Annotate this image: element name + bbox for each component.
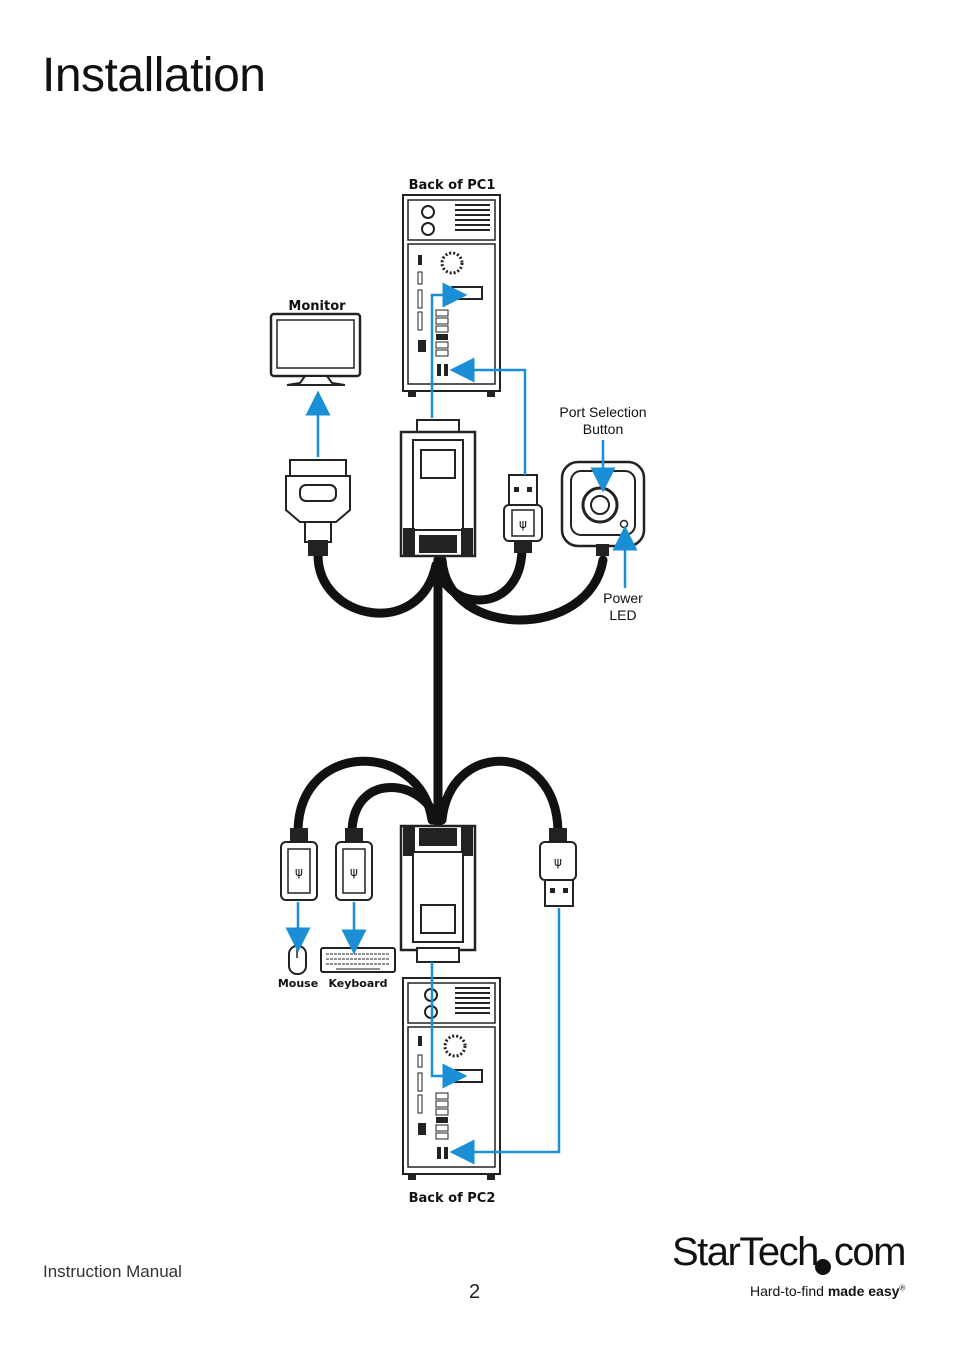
pc2-label: Back of PC2 bbox=[409, 1191, 496, 1206]
page-title: Installation bbox=[42, 49, 266, 102]
monitor-icon bbox=[269, 312, 362, 386]
monitor-label: Monitor bbox=[288, 299, 346, 314]
vga-monitor-connector bbox=[285, 459, 351, 556]
usb-mouse-connector: ψ bbox=[280, 828, 318, 901]
mouse-icon bbox=[288, 945, 307, 975]
svg-text:ψ: ψ bbox=[554, 855, 562, 869]
page-number: 2 bbox=[469, 1281, 481, 1303]
logo-tagline: Hard-to-find made easy® bbox=[750, 1283, 906, 1299]
bottom-arrows bbox=[285, 902, 561, 1165]
top-cables bbox=[313, 545, 608, 695]
pc1-label: Back of PC1 bbox=[409, 178, 496, 193]
keyboard-label: Keyboard bbox=[328, 977, 387, 990]
vga-pc2-connector bbox=[399, 824, 477, 963]
usb-pc2-connector: ψ bbox=[539, 828, 577, 907]
power-led-label-line2: LED bbox=[609, 607, 636, 623]
usb-keyboard-connector: ψ bbox=[335, 828, 373, 901]
svg-text:ψ: ψ bbox=[350, 865, 358, 879]
pc2-tower bbox=[402, 977, 501, 1180]
svg-text:ψ: ψ bbox=[295, 865, 303, 879]
power-led-label-line1: Power bbox=[603, 590, 643, 606]
top-arrows bbox=[305, 282, 638, 588]
port-selection-label-line2: Button bbox=[583, 421, 623, 437]
port-selection-box bbox=[560, 460, 646, 556]
logo-dot-icon bbox=[815, 1259, 831, 1275]
keyboard-icon bbox=[320, 947, 396, 973]
vga-pc1-connector bbox=[399, 419, 477, 558]
svg-text:ψ: ψ bbox=[519, 517, 527, 531]
footer-document-type: Instruction Manual bbox=[43, 1262, 182, 1281]
usb-pc1-connector: ψ bbox=[503, 474, 543, 553]
port-selection-label-line1: Port Selection bbox=[559, 404, 646, 420]
bottom-cables bbox=[293, 685, 563, 835]
mouse-label: Mouse bbox=[278, 977, 318, 990]
